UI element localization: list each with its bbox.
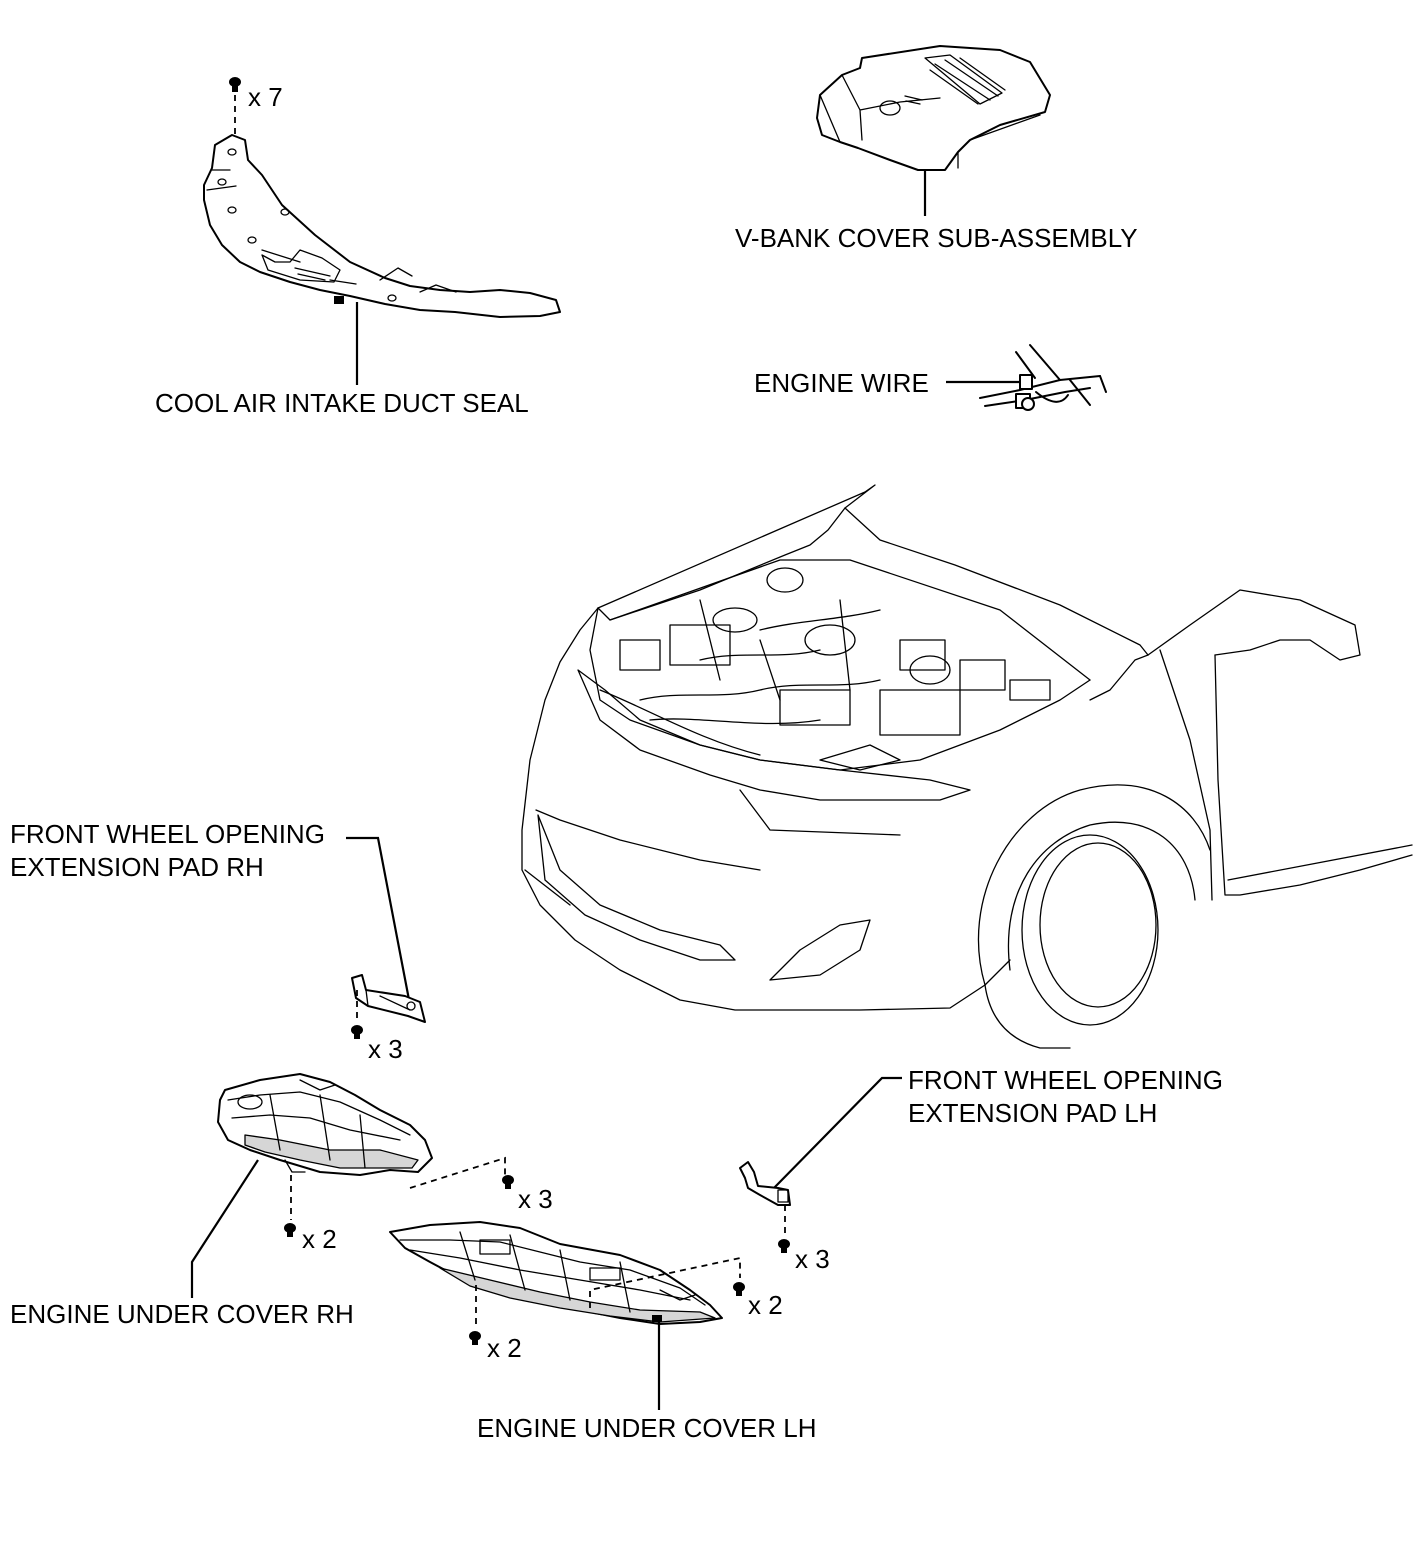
under-cover-lh-side-bolt-icon bbox=[733, 1282, 745, 1296]
engine-under-cover-lh-part bbox=[389, 1221, 723, 1325]
front-wheel-opening-extension-pad-lh bbox=[739, 1161, 791, 1206]
duct-seal-clip-count: x 7 bbox=[248, 82, 283, 112]
label-engine-wire: ENGINE WIRE bbox=[754, 368, 929, 398]
under-cover-lh-side-count: x 2 bbox=[748, 1290, 783, 1320]
label-pad-rh-line2: EXTENSION PAD RH bbox=[10, 852, 264, 882]
under-cover-center-bolt-icon bbox=[502, 1175, 514, 1189]
under-cover-center-count: x 3 bbox=[518, 1184, 553, 1214]
label-pad-lh-line2: EXTENSION PAD LH bbox=[908, 1098, 1157, 1128]
v-bank-cover-part bbox=[816, 45, 1051, 171]
pad-rh-clip-count: x 3 bbox=[368, 1034, 403, 1064]
engine-wire-part bbox=[979, 344, 1107, 411]
pad-lh-clip-count: x 3 bbox=[795, 1244, 830, 1274]
cool-air-intake-duct-seal-part bbox=[203, 134, 561, 318]
label-pad-rh-line1: FRONT WHEEL OPENING bbox=[10, 819, 325, 849]
under-cover-rh-rear-bolt-icon bbox=[284, 1223, 296, 1237]
front-wheel-opening-extension-pad-rh bbox=[351, 974, 426, 1023]
engine-under-cover-rh-part bbox=[217, 1073, 433, 1176]
pad-rh-clip-icon bbox=[351, 1025, 363, 1039]
label-v-bank-cover: V-BANK COVER SUB-ASSEMBLY bbox=[735, 223, 1138, 253]
under-cover-lh-front-count: x 2 bbox=[487, 1333, 522, 1363]
under-cover-rh-rear-count: x 2 bbox=[302, 1224, 337, 1254]
vehicle-front-illustration bbox=[521, 484, 1413, 1049]
pad-lh-clip-icon bbox=[778, 1239, 790, 1253]
label-cool-air-intake-duct-seal: COOL AIR INTAKE DUCT SEAL bbox=[155, 388, 529, 418]
under-cover-lh-front-bolt-icon bbox=[469, 1331, 481, 1345]
label-pad-lh-line1: FRONT WHEEL OPENING bbox=[908, 1065, 1223, 1095]
label-engine-under-cover-rh: ENGINE UNDER COVER RH bbox=[10, 1299, 354, 1329]
duct-seal-clip-icon bbox=[229, 77, 241, 92]
label-engine-under-cover-lh: ENGINE UNDER COVER LH bbox=[477, 1413, 817, 1443]
engine-compartment-detail bbox=[599, 567, 1051, 771]
